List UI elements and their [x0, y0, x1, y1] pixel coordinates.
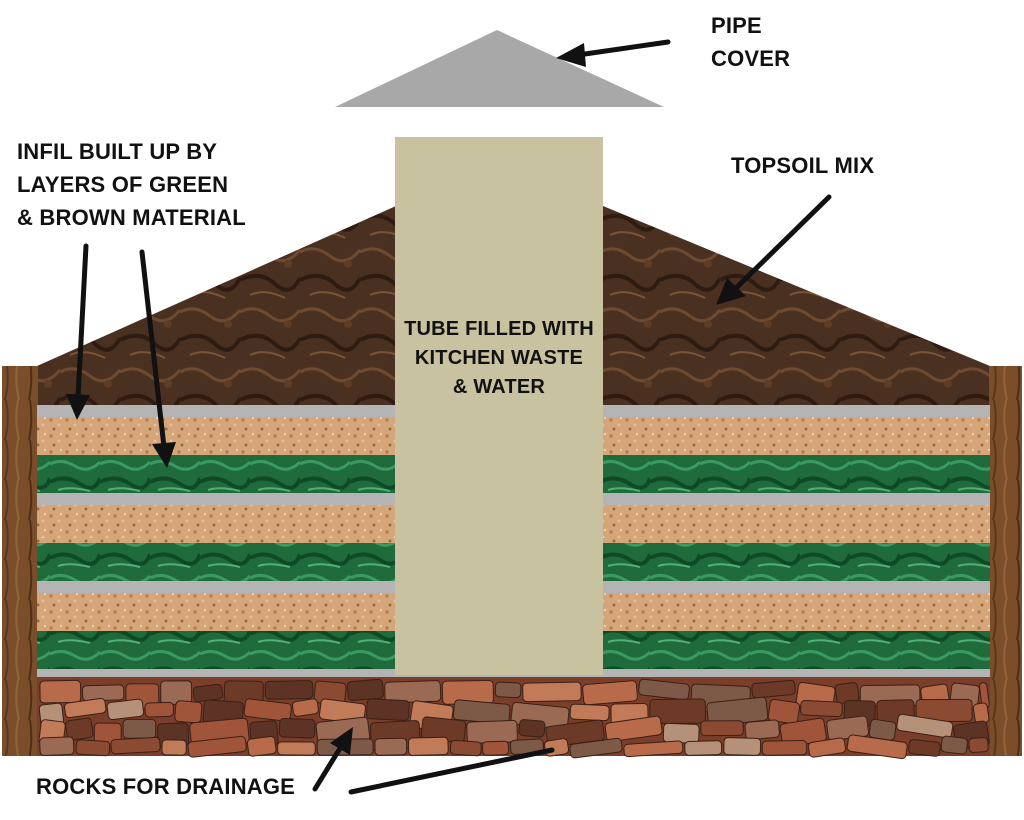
rock: [800, 699, 843, 718]
rock: [160, 680, 193, 705]
rock: [449, 739, 482, 757]
rock: [407, 736, 449, 756]
rock: [604, 715, 663, 743]
drainage-rocks: [37, 677, 990, 760]
wood-post-left: [2, 366, 38, 756]
rock: [277, 741, 316, 756]
rock: [291, 698, 319, 717]
rock: [243, 698, 292, 722]
rock: [374, 737, 408, 756]
rock: [65, 717, 94, 741]
rock: [723, 737, 762, 756]
rock: [161, 739, 187, 756]
rock: [494, 681, 522, 699]
rock: [569, 703, 610, 722]
rock: [662, 722, 700, 744]
central-tube: [395, 137, 603, 675]
infil-label: INFIL BUILT UP BY LAYERS OF GREEN & BROW…: [17, 135, 246, 234]
rock: [684, 740, 723, 756]
rock: [569, 737, 623, 759]
rock: [522, 681, 582, 703]
arrow-infil-grey: [66, 243, 90, 420]
rock: [366, 698, 410, 721]
rock: [39, 679, 82, 704]
rock: [767, 698, 801, 725]
infil-label-line: LAYERS OF GREEN: [17, 172, 229, 197]
rock: [700, 720, 744, 737]
rock: [518, 719, 546, 738]
rock: [751, 679, 796, 699]
tube-label-line: & WATER: [452, 376, 546, 398]
rock: [896, 713, 954, 739]
rock: [761, 740, 808, 756]
rock: [192, 683, 224, 703]
rock: [64, 698, 107, 719]
rock: [122, 718, 157, 739]
rock: [106, 698, 145, 721]
tube-label-line: KITCHEN WASTE: [414, 347, 584, 369]
arrow-pipe-cover: [556, 39, 671, 67]
rock: [264, 680, 314, 700]
rock: [144, 701, 174, 718]
pipe-cover-label-line: COVER: [711, 46, 791, 71]
infil-label-line: INFIL BUILT UP BY: [17, 139, 218, 164]
rock: [940, 735, 968, 755]
pipe-cover-shape: [335, 30, 664, 107]
rock: [807, 737, 847, 758]
topsoil-label: TOPSOIL MIX: [731, 153, 875, 178]
tube-label: TUBE FILLED WITH KITCHEN WASTE & WATER: [395, 315, 603, 402]
rock: [110, 736, 161, 755]
rock: [278, 718, 316, 739]
rocks-label: ROCKS FOR DRAINAGE: [36, 774, 296, 799]
rock: [582, 680, 638, 706]
rock: [968, 737, 989, 753]
pipe-cover-label-line: PIPE: [711, 13, 762, 38]
arrow-rocks-left: [312, 727, 353, 792]
rock: [466, 719, 518, 744]
rock: [187, 735, 247, 758]
rock: [544, 738, 570, 757]
rock: [346, 678, 384, 701]
arrow-topsoil: [716, 194, 832, 305]
pipe-cover-label: PIPE COVER: [711, 9, 790, 75]
rock: [246, 736, 277, 757]
rock: [482, 740, 510, 756]
rock: [908, 739, 941, 757]
rock: [82, 684, 125, 702]
rock: [623, 740, 684, 758]
rock: [174, 700, 203, 724]
arrow-infil-green: [139, 249, 176, 468]
rock: [75, 739, 111, 757]
rock: [638, 678, 690, 701]
tube-label-line: TUBE FILLED WITH: [404, 318, 594, 340]
infil-label-line: & BROWN MATERIAL: [17, 205, 246, 230]
rock: [744, 719, 780, 741]
rock: [846, 734, 908, 760]
arrow-rocks-right: [348, 747, 555, 795]
wood-post-right: [989, 366, 1022, 756]
rock: [39, 736, 75, 757]
rock: [972, 702, 990, 724]
